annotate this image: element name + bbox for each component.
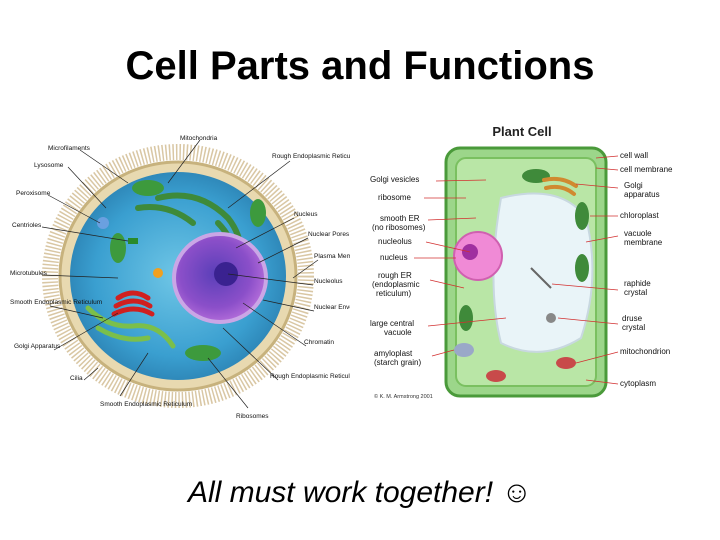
- slide-title: Cell Parts and Functions: [0, 44, 720, 89]
- diagram-label: raphide: [624, 279, 651, 288]
- diagram-label: Nucleus: [294, 211, 318, 218]
- centriole-shape: [128, 238, 138, 244]
- diagram-label: mitochondrion: [620, 347, 670, 356]
- diagram-label: cell wall: [620, 151, 648, 160]
- chloroplast-shape: [459, 305, 473, 331]
- diagram-label: Peroxisome: [16, 190, 51, 197]
- diagram-label: nucleus: [380, 253, 408, 262]
- diagram-label: cell membrane: [620, 165, 673, 174]
- diagram-label: vacuole: [384, 328, 412, 337]
- mitochondrion-shape: [132, 180, 164, 196]
- diagram-label: Microfilaments: [48, 145, 91, 152]
- diagram-label: Centrioles: [12, 222, 42, 229]
- diagram-label: Golgi Apparatus: [14, 343, 61, 350]
- diagram-label: amyloplast: [374, 349, 413, 358]
- diagram-label: Chromatin: [304, 339, 334, 346]
- diagram-label: Nuclear Pores: [308, 231, 350, 238]
- diagram-label: nucleolus: [378, 237, 412, 246]
- diagram-label: apparatus: [624, 190, 660, 199]
- animal-cell-diagram: MicrofilamentsLysosomePeroxisomeCentriol…: [8, 128, 350, 428]
- diagram-label: Nuclear Envelope: [314, 304, 350, 311]
- diagram-label: Mitochondria: [180, 135, 218, 142]
- diagram-label: Smooth Endoplasmic Reticulum: [10, 299, 102, 306]
- diagram-label: membrane: [624, 238, 663, 247]
- diagram-label: Ribosomes: [236, 413, 269, 420]
- diagram-label: (starch grain): [374, 358, 421, 367]
- diagram-label: Rough Endoplasmic Reticulum: [272, 153, 350, 160]
- diagram-label: ribosome: [378, 193, 411, 202]
- diagram-label: large central: [370, 319, 414, 328]
- diagram-label: (endoplasmic: [372, 280, 420, 289]
- diagram-label: druse: [622, 314, 643, 323]
- diagram-label: cytoplasm: [620, 379, 656, 388]
- plant-credit: © K. M. Armstrong 2001: [374, 393, 433, 400]
- mitochondrion-shape: [556, 357, 576, 369]
- diagram-label: Lysosome: [34, 162, 64, 169]
- peroxisome-shape: [97, 217, 109, 229]
- diagram-label: Plasma Membrane: [314, 253, 350, 260]
- diagram-label: Golgi: [624, 181, 643, 190]
- slide-caption: All must work together! ☺: [0, 476, 720, 510]
- diagram-label: Golgi vesicles: [370, 175, 419, 184]
- mitochondrion-shape: [250, 199, 266, 227]
- diagram-label: (no ribosomes): [372, 223, 426, 232]
- diagram-label: chloroplast: [620, 211, 659, 220]
- druse-crystal-shape: [546, 313, 556, 323]
- nucleus-shape: [454, 232, 502, 280]
- mitochondrion-shape: [486, 370, 506, 382]
- lysosome-shape: [153, 268, 163, 278]
- diagram-label: Microtubules: [10, 270, 48, 277]
- plant-cell-title: Plant Cell: [492, 124, 551, 139]
- diagram-label: smooth ER: [380, 214, 420, 223]
- diagram-label: crystal: [622, 323, 645, 332]
- diagram-label: vacuole: [624, 229, 652, 238]
- diagram-label: Rough Endoplasmic Reticulum: [270, 373, 350, 380]
- nucleolus-shape: [214, 262, 238, 286]
- diagram-label: Nucleolus: [314, 278, 343, 285]
- diagram-label: Smooth Endoplasmic Reticulum: [100, 401, 192, 408]
- chloroplast-shape: [575, 254, 589, 282]
- amyloplast-shape: [454, 343, 474, 357]
- diagram-label: reticulum): [376, 289, 411, 298]
- mitochondrion-shape: [185, 345, 221, 361]
- mitochondrion-shape: [110, 233, 126, 263]
- diagram-label: rough ER: [378, 271, 412, 280]
- diagram-label: Cilia: [70, 375, 83, 382]
- chloroplast-shape: [575, 202, 589, 230]
- diagram-label: crystal: [624, 288, 647, 297]
